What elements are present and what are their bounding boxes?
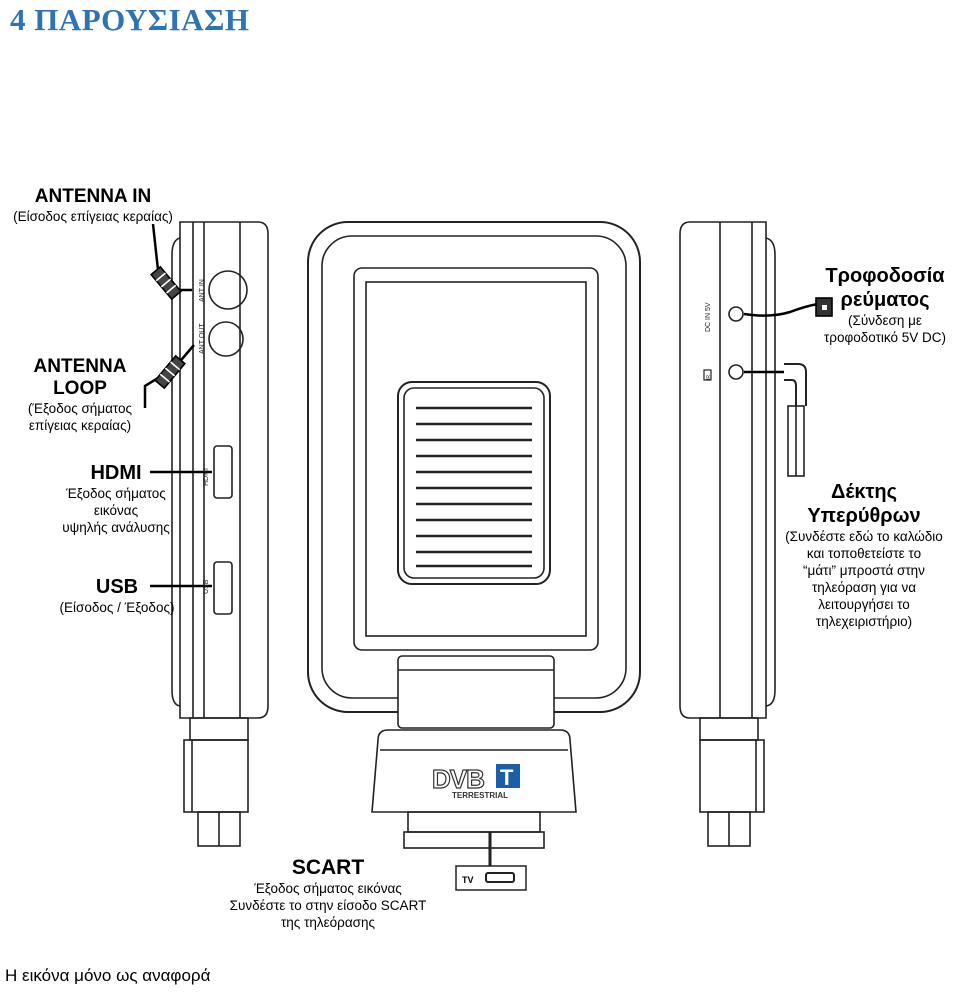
- hdmi-mark: HDMI: [203, 468, 210, 486]
- ir-title: Δέκτης Υπερύθρων: [807, 481, 921, 527]
- left-side-view: [171, 221, 269, 847]
- ant-out-port-icon: [208, 321, 244, 357]
- image-caption: Η εικόνα μόνο ως αναφορά: [5, 966, 211, 985]
- ir-label: Δέκτης Υπερύθρων (Συνδέστε εδώ το καλώδι…: [772, 480, 956, 630]
- scart-label: SCART Έξοδος σήματος εικόνας Συνδέστε το…: [218, 856, 438, 931]
- ir-sensor-cable-icon: [784, 363, 807, 477]
- scart-title: SCART: [291, 856, 365, 879]
- device-diagram: ANT IN ANT OUT HDMI USB DC IN 5V IR DVB …: [143, 221, 833, 891]
- vent-panel: [397, 381, 551, 585]
- section-heading: 4 ΠΑΡΟΥΣΙΑΣΗ: [10, 2, 250, 37]
- ir-sub5: λειτουργήσει το: [818, 597, 910, 612]
- ir-mark: IR: [706, 375, 712, 380]
- hdmi-port-icon: [213, 445, 233, 499]
- tv-box: [455, 865, 527, 891]
- tv-mark: TV: [462, 875, 474, 885]
- right-side-view: [679, 221, 776, 847]
- usb-mark: USB: [203, 579, 210, 594]
- ant-in-mark: ANT IN: [199, 279, 206, 302]
- power-sub1: (Σύνδεση με: [848, 313, 922, 328]
- hdmi-label: HDMI Έξοδος σήματος εικόνας υψηλής ανάλυ…: [56, 462, 176, 536]
- usb-title: USB: [95, 576, 139, 598]
- antenna-loop-title: ANTENNA LOOP: [33, 356, 127, 399]
- ant-out-mark: ANT OUT: [199, 323, 206, 354]
- ant-in-port-icon: [208, 270, 248, 310]
- scart-sub1: Έξοδος σήματος εικόνας: [254, 881, 402, 896]
- dc-in-mark: DC IN 5V: [705, 302, 712, 332]
- power-title2: ρεύματος: [840, 289, 930, 311]
- hdmi-sub1: Έξοδος σήματος: [66, 486, 166, 501]
- antenna-loop-label: ANTENNA LOOP (Έξοδος σήματος επίγειας κε…: [6, 356, 154, 434]
- antenna-in-label: ANTENNA IN (Είσοδος επίγειας κεραίας): [8, 186, 178, 225]
- antenna-in-sub: (Είσοδος επίγειας κεραίας): [13, 209, 173, 224]
- usb-sub: (Είσοδος / Έξοδος): [59, 600, 175, 615]
- antenna-loop-sub2: επίγειας κεραίας): [28, 418, 132, 433]
- usb-label: USB (Είσοδος / Έξοδος): [52, 576, 182, 616]
- scart-sub2: Συνδέστε το στην είσοδο SCART: [229, 898, 427, 913]
- dvb-terrestrial-text: TERRESTRIAL: [452, 791, 508, 800]
- usb-port-icon: [213, 561, 233, 615]
- dvb-logo: DVB T TERRESTRIAL: [431, 763, 520, 800]
- antenna-in-plug-icon: [149, 265, 183, 301]
- tv-scart-socket-icon: [485, 872, 515, 883]
- power-title1: Τροφοδοσία: [825, 265, 945, 287]
- power-sub2: τροφοδοτικό 5V DC): [823, 330, 947, 345]
- antenna-in-title: ANTENNA IN: [34, 186, 152, 207]
- antenna-loop-plug-icon: [153, 354, 187, 390]
- ir-sub4: τηλεόραση για να: [811, 580, 917, 595]
- ir-sub1: (Συνδέστε εδώ το καλώδιο: [785, 529, 943, 544]
- ir-port-icon: [728, 364, 744, 380]
- scart-sub3: της τηλεόρασης: [280, 915, 376, 930]
- power-label: Τροφοδοσία ρεύματος (Σύνδεση με τροφοδοτ…: [810, 264, 960, 346]
- hdmi-title: HDMI: [90, 462, 142, 484]
- ir-sub6: τηλεχειριστήριο): [815, 614, 913, 629]
- hdmi-sub2: εικόνας: [93, 503, 139, 518]
- front-view: [307, 221, 641, 891]
- dvb-logo-text: DVB: [432, 764, 484, 794]
- antenna-loop-sub1: (Έξοδος σήματος: [27, 401, 133, 416]
- ir-sub3: “μάτι” μπροστά στην: [803, 563, 925, 578]
- dc-in-port-icon: [728, 306, 744, 322]
- ir-sub2: και τοποθετείστε το: [806, 546, 922, 561]
- hdmi-sub3: υψηλής ανάλυσης: [62, 520, 170, 535]
- dvb-logo-t: T: [500, 765, 514, 790]
- power-plug-icon: [815, 297, 833, 317]
